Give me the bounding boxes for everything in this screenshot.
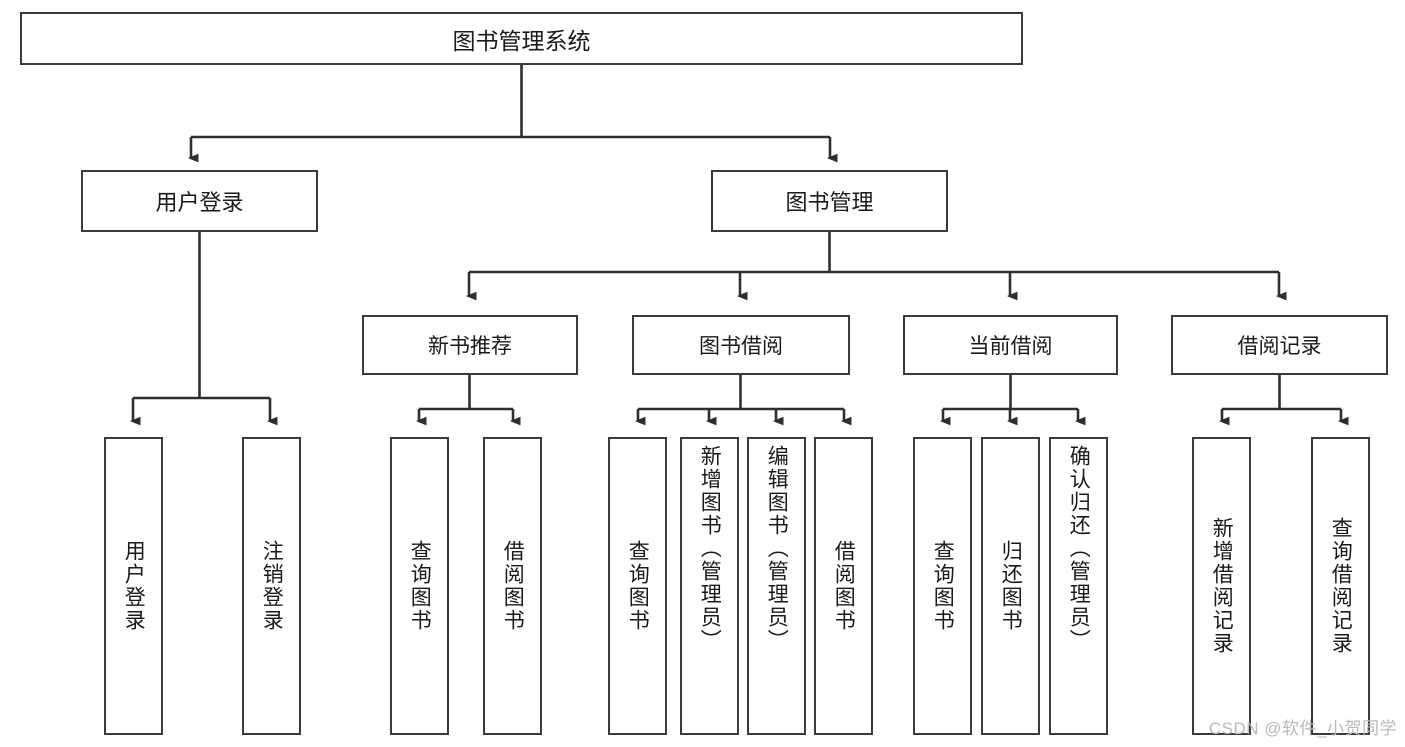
- leaf-logout[interactable]: 注销登录: [242, 437, 301, 735]
- leaf-add-book-admin[interactable]: 新增图书（管理员）: [680, 437, 739, 735]
- node-book-management-label: 图书管理: [785, 190, 874, 215]
- node-book-borrow[interactable]: 图书借阅: [632, 315, 850, 375]
- leaf-logout-label: 注销登录: [260, 540, 284, 632]
- node-root-label: 图书管理系统: [452, 27, 591, 54]
- leaf-return-book[interactable]: 归还图书: [981, 437, 1040, 735]
- leaf-query-book[interactable]: 查询图书: [608, 437, 667, 735]
- node-root[interactable]: 图书管理系统: [20, 12, 1023, 65]
- leaf-add-borrow-record[interactable]: 新增借阅记录: [1192, 437, 1251, 735]
- leaf-query-book-new-label: 查询图书: [408, 540, 432, 632]
- leaf-add-borrow-record-label: 新增借阅记录: [1210, 517, 1234, 655]
- leaf-borrow-book-new[interactable]: 借阅图书: [483, 437, 542, 735]
- leaf-query-borrow-record-label: 查询借阅记录: [1329, 517, 1353, 655]
- leaf-user-login-label: 用户登录: [122, 540, 146, 632]
- leaf-query-book-new[interactable]: 查询图书: [390, 437, 449, 735]
- leaf-query-book-label: 查询图书: [626, 540, 650, 632]
- leaf-query-borrow-record[interactable]: 查询借阅记录: [1311, 437, 1370, 735]
- node-borrow-records-label: 借阅记录: [1237, 335, 1322, 358]
- leaf-add-book-admin-label: 新增图书（管理员）: [698, 445, 722, 652]
- node-user-login[interactable]: 用户登录: [81, 170, 318, 232]
- leaf-edit-book-admin-label: 编辑图书（管理员）: [765, 445, 789, 652]
- node-new-book-recommend-label: 新书推荐: [428, 335, 512, 358]
- leaf-confirm-return-admin[interactable]: 确认归还（管理员）: [1049, 437, 1108, 735]
- node-current-borrow[interactable]: 当前借阅: [903, 315, 1118, 375]
- leaf-borrow-book-new-label: 借阅图书: [501, 540, 525, 632]
- leaf-confirm-return-admin-label: 确认归还（管理员）: [1067, 445, 1091, 652]
- node-book-borrow-label: 图书借阅: [699, 335, 783, 358]
- node-book-management[interactable]: 图书管理: [711, 170, 948, 232]
- leaf-edit-book-admin[interactable]: 编辑图书（管理员）: [747, 437, 806, 735]
- leaf-query-book-current-label: 查询图书: [931, 540, 955, 632]
- leaf-borrow-book[interactable]: 借阅图书: [814, 437, 873, 735]
- leaf-user-login[interactable]: 用户登录: [104, 437, 163, 735]
- node-current-borrow-label: 当前借阅: [968, 335, 1053, 358]
- node-user-login-label: 用户登录: [155, 190, 244, 215]
- watermark: CSDN @软件_小贺同学: [1208, 719, 1397, 738]
- leaf-return-book-label: 归还图书: [999, 540, 1023, 632]
- leaf-query-book-current[interactable]: 查询图书: [913, 437, 972, 735]
- node-new-book-recommend[interactable]: 新书推荐: [362, 315, 578, 375]
- leaf-borrow-book-label: 借阅图书: [832, 540, 856, 632]
- node-borrow-records[interactable]: 借阅记录: [1171, 315, 1388, 375]
